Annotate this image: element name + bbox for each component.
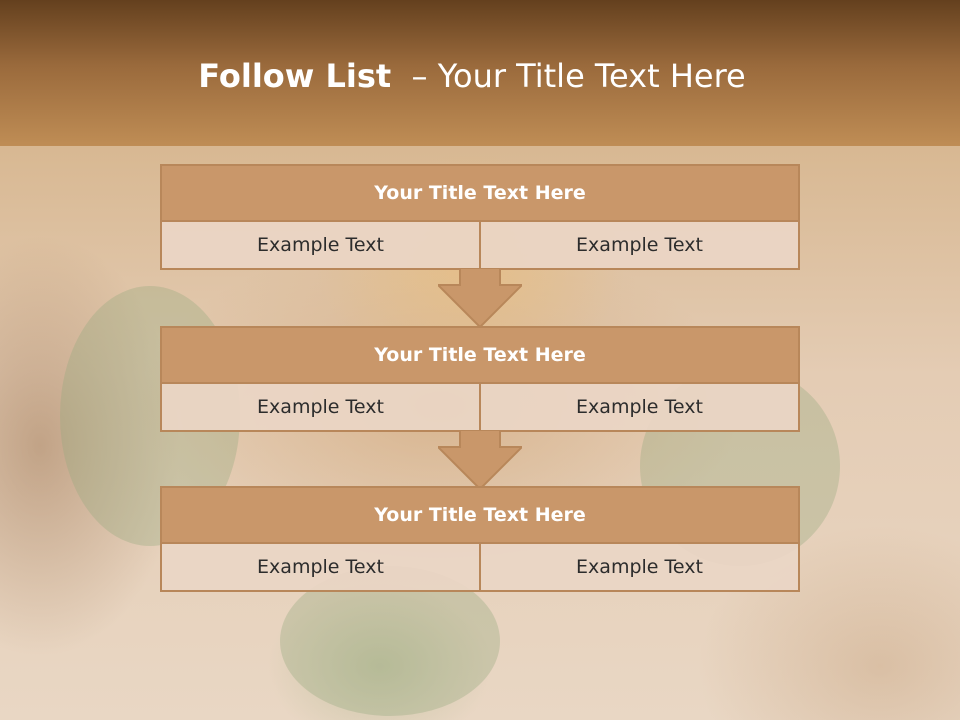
row-cells: Example Text Example Text (162, 222, 798, 268)
down-arrow-icon (438, 430, 522, 490)
row-title: Your Title Text Here (162, 166, 798, 222)
slide-title-rest: – Your Title Text Here (391, 57, 746, 95)
row-cells: Example Text Example Text (162, 384, 798, 430)
down-arrow-icon (438, 268, 522, 328)
slide-title: Follow List – Your Title Text Here (0, 56, 944, 96)
list-row-3: Your Title Text Here Example Text Exampl… (160, 486, 800, 592)
row-cell-right: Example Text (479, 384, 798, 430)
header-banner: Follow List – Your Title Text Here (0, 0, 960, 146)
row-title: Your Title Text Here (162, 488, 798, 544)
row-cell-left: Example Text (162, 222, 479, 268)
row-cell-left: Example Text (162, 384, 479, 430)
slide-title-bold: Follow List (198, 57, 392, 95)
row-cells: Example Text Example Text (162, 544, 798, 590)
list-row-2: Your Title Text Here Example Text Exampl… (160, 326, 800, 432)
row-title: Your Title Text Here (162, 328, 798, 384)
list-row-1: Your Title Text Here Example Text Exampl… (160, 164, 800, 270)
row-cell-right: Example Text (479, 222, 798, 268)
row-cell-left: Example Text (162, 544, 479, 590)
row-cell-right: Example Text (479, 544, 798, 590)
